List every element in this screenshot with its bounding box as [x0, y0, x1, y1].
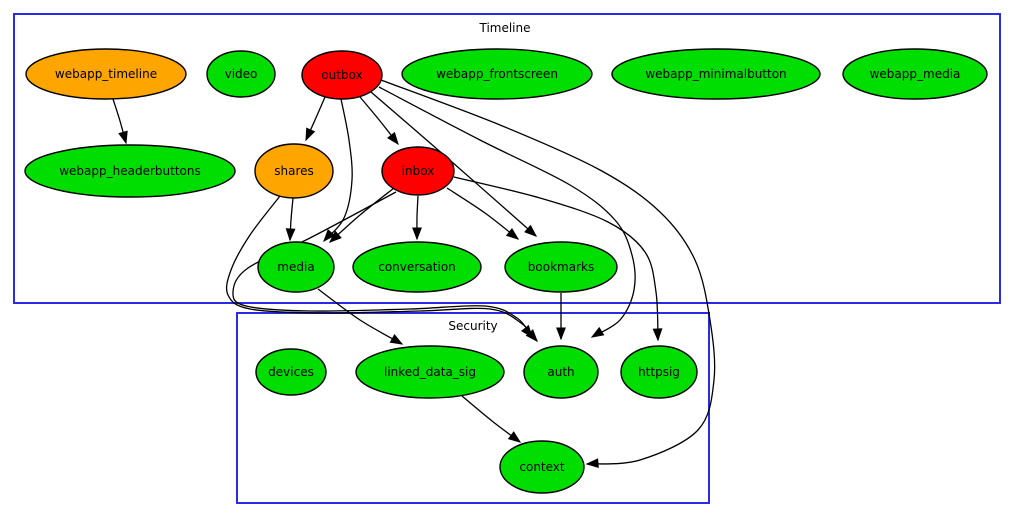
arrowhead-outbox-context: [585, 458, 599, 469]
node-webapp_timeline: [25, 48, 187, 100]
arrowhead-inbox-media: [328, 230, 342, 243]
arrowhead-inbox-conversation: [412, 227, 422, 241]
arrowhead-webapp_timeline-webapp_headerbuttons: [118, 130, 128, 145]
arrowhead-outbox-inbox: [387, 131, 399, 146]
cluster-timeline-border: [13, 13, 1001, 304]
node-shares: [254, 143, 334, 199]
node-httpsig-label: httpsig: [638, 365, 680, 379]
node-webapp_minimalbutton-label: webapp_minimalbutton: [645, 67, 786, 81]
node-webapp_media: [842, 48, 988, 100]
arrowhead-media-linked_data_sig: [389, 334, 404, 345]
node-inbox-label: inbox: [402, 164, 435, 178]
node-context: [499, 440, 585, 494]
node-conversation-label: conversation: [378, 260, 456, 274]
node-httpsig: [620, 345, 698, 399]
node-inbox: [381, 146, 455, 196]
node-context-label: context: [519, 460, 565, 474]
node-auth: [523, 345, 599, 399]
arrowhead-bookmarks-auth: [556, 327, 566, 341]
edge-shares-auth: [225, 195, 538, 342]
node-webapp_media-label: webapp_media: [870, 67, 961, 81]
edge-outbox-media: [323, 98, 353, 242]
node-bookmarks: [504, 241, 618, 293]
node-video-label: video: [225, 67, 258, 81]
node-video: [206, 50, 276, 98]
arrowhead-shares-media: [285, 228, 296, 242]
arrowhead-outbox-shares: [305, 127, 316, 142]
node-webapp_timeline-label: webapp_timeline: [55, 67, 157, 81]
node-linked_data_sig: [355, 345, 505, 399]
node-webapp_headerbuttons: [24, 144, 236, 198]
node-auth-label: auth: [547, 365, 574, 379]
arrowhead-outbox-bookmarks: [524, 224, 538, 237]
edge-inbox-httpsig: [453, 176, 659, 341]
node-shares-label: shares: [274, 164, 314, 178]
arrowhead-linked_data_sig-context: [507, 431, 522, 443]
node-webapp_frontscreen-label: webapp_frontscreen: [436, 67, 558, 81]
node-conversation: [352, 241, 482, 293]
edge-outbox-context: [380, 79, 716, 465]
node-media: [257, 241, 335, 293]
node-webapp_minimalbutton: [611, 48, 821, 100]
node-outbox: [301, 50, 383, 100]
node-linked_data_sig-label: linked_data_sig: [384, 365, 476, 379]
node-devices: [255, 348, 327, 396]
arrowhead-outbox-auth: [590, 326, 605, 338]
edge-outbox-auth: [378, 86, 636, 338]
arrowhead-outbox-media: [323, 229, 336, 243]
arrowhead-inbox-bookmarks: [505, 228, 520, 240]
cluster-timeline-label: Timeline: [478, 21, 530, 35]
node-bookmarks-label: bookmarks: [528, 260, 594, 274]
cluster-security-label: Security: [448, 319, 497, 333]
node-webapp_frontscreen: [401, 48, 593, 100]
arrowhead-shares-auth: [525, 329, 538, 343]
node-devices-label: devices: [268, 365, 314, 379]
node-outbox-label: outbox: [321, 68, 362, 82]
node-webapp_headerbuttons-label: webapp_headerbuttons: [59, 164, 201, 178]
node-media-label: media: [277, 260, 314, 274]
arrowhead-inbox-httpsig: [652, 328, 663, 342]
